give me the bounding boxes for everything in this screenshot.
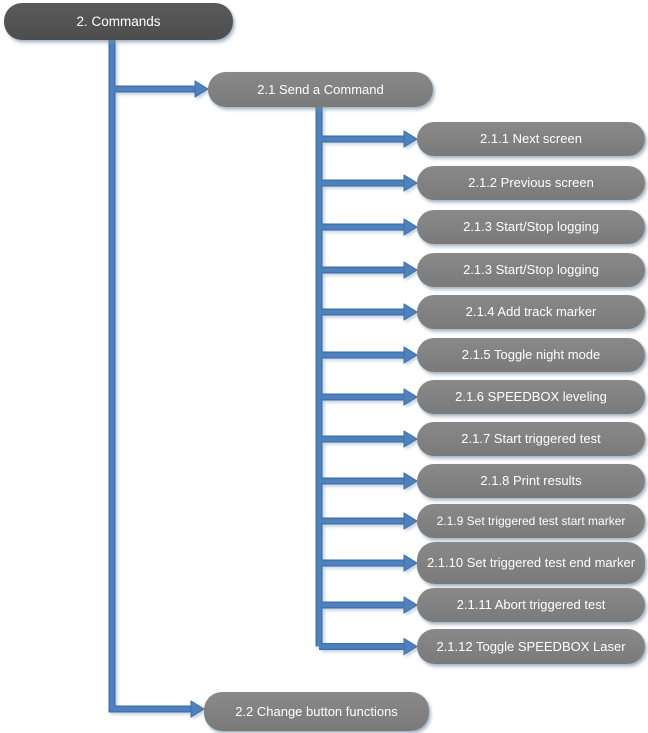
node-commands: 2. Commands [4,3,233,40]
node-next-screen: 2.1.1 Next screen [417,122,645,156]
node-add-track-marker: 2.1.4 Add track marker [417,295,645,329]
node-start-stop-logging: 2.1.3 Start/Stop logging [417,210,645,244]
node-set-triggered-test-start-marker: 2.1.9 Set triggered test start marker [417,504,645,538]
node-toggle-speedbox-laser: 2.1.12 Toggle SPEEDBOX Laser [417,629,645,664]
node-previous-screen: 2.1.2 Previous screen [417,166,645,200]
node-speedbox-leveling: 2.1.6 SPEEDBOX leveling [417,380,645,414]
node-start-triggered-test: 2.1.7 Start triggered test [417,422,645,456]
node-abort-triggered-test: 2.1.11 Abort triggered test [417,588,645,622]
node-print-results: 2.1.8 Print results [417,464,645,498]
node-change-button-functions: 2.2 Change button functions [204,692,429,731]
node-set-triggered-test-end-marker: 2.1.10 Set triggered test end marker [417,542,645,584]
node-send-a-command: 2.1 Send a Command [208,72,433,107]
node-start-stop-logging-2: 2.1.3 Start/Stop logging [417,253,645,287]
node-toggle-night-mode: 2.1.5 Toggle night mode [417,338,645,372]
